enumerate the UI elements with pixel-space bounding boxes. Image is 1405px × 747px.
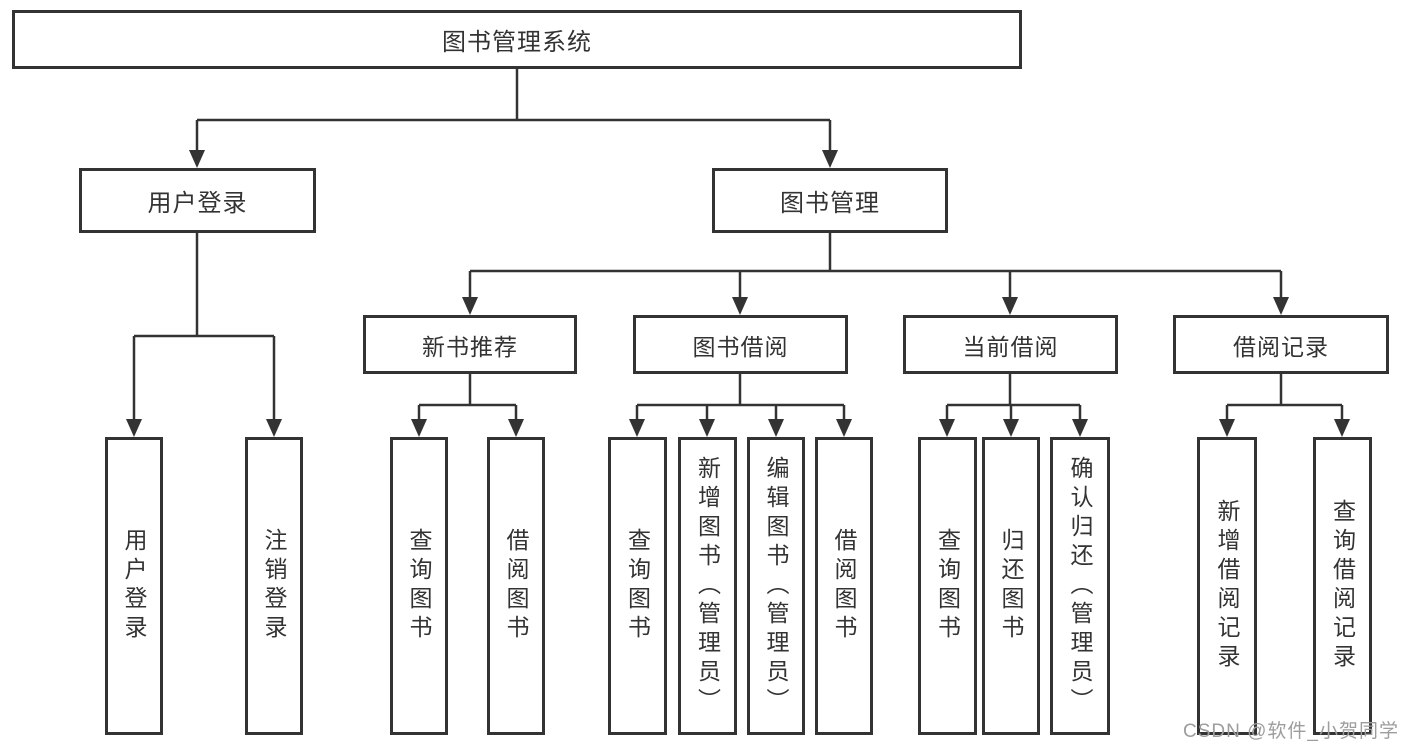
node-new-book-recommend: 新书推荐 [363,315,577,374]
leaf-query-books-current: 查询图书 [918,437,977,735]
leaf-logout: 注销登录 [245,437,303,735]
leaf-add-book-admin: 新增图书（管理员） [678,437,737,735]
leaf-borrow-books: 借阅图书 [815,437,873,735]
leaf-user-login: 用户登录 [105,437,163,735]
node-root: 图书管理系统 [12,10,1022,69]
leaf-borrow-books-recommend: 借阅图书 [487,437,545,735]
leaf-confirm-return-admin: 确认归还（管理员） [1050,437,1110,735]
node-borrow-records: 借阅记录 [1173,315,1389,374]
node-book-borrow: 图书借阅 [633,315,848,374]
node-current-borrow: 当前借阅 [903,315,1118,374]
leaf-add-borrow-record: 新增借阅记录 [1197,437,1257,735]
leaf-query-books-borrow: 查询图书 [608,437,667,735]
leaf-return-books: 归还图书 [982,437,1040,735]
leaf-query-borrow-record: 查询借阅记录 [1313,437,1372,735]
leaf-edit-book-admin: 编辑图书（管理员） [747,437,805,735]
node-user-login: 用户登录 [79,168,316,233]
arrowheads [126,150,1350,437]
watermark: CSDN @软件_小贺同学 [1183,721,1399,742]
node-book-management: 图书管理 [712,168,948,233]
leaf-query-books-recommend: 查询图书 [390,437,448,735]
